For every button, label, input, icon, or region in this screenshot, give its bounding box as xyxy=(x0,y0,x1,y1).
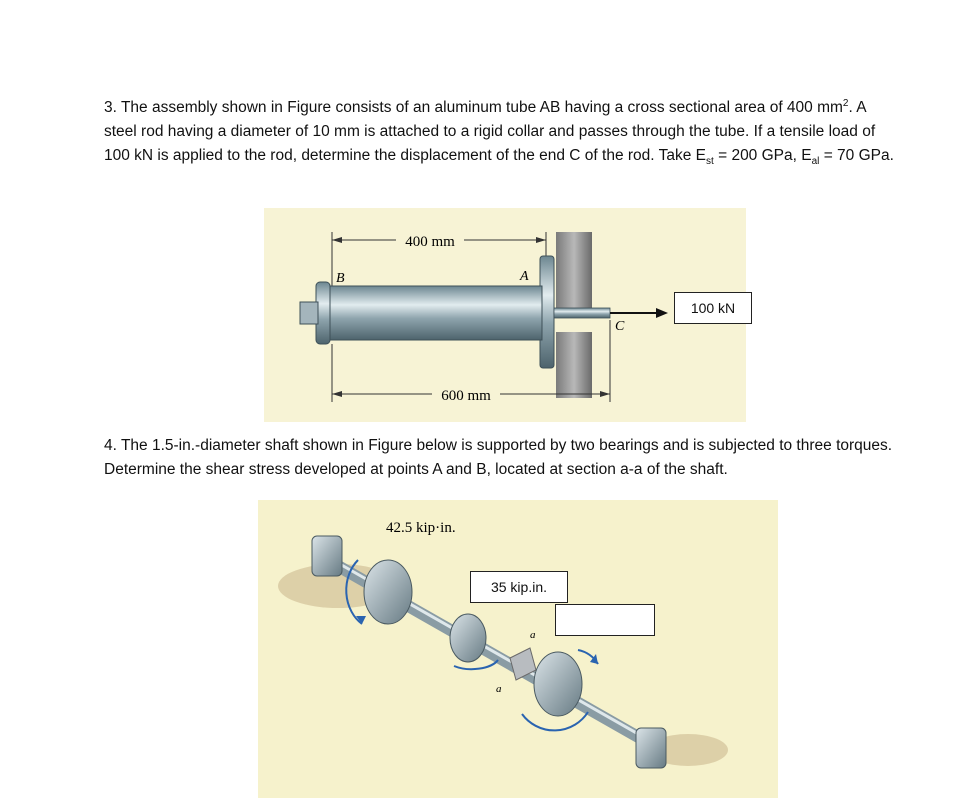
problem-3-part-d: = 70 GPa. xyxy=(819,147,894,164)
dim-label-600: 600 mm xyxy=(441,388,491,404)
label-b: B xyxy=(336,271,345,286)
torque-arrow-1 xyxy=(345,559,363,625)
torque-label-2: 35 kip.in. xyxy=(490,579,548,595)
torque-label-box-2: 35 kip.in. xyxy=(470,571,568,603)
torque-label-1: 42.5 kip·in. xyxy=(386,520,456,536)
aluminum-tube xyxy=(325,285,543,341)
gear-disk-1 xyxy=(363,559,413,625)
gear-disk-2 xyxy=(449,613,487,663)
problem-4-text: 4. The 1.5-in.-diameter shaft shown in F… xyxy=(104,434,894,482)
wall-upper xyxy=(556,232,592,308)
dim-arrow-left-600 xyxy=(332,391,342,397)
problem-3-part-b: . A steel rod having a diameter of 10 mm… xyxy=(104,99,876,164)
torque-arrow-2 xyxy=(453,659,499,671)
dim-arrow-left xyxy=(332,237,342,243)
dim-arrow-right-600 xyxy=(600,391,610,397)
bearing-left xyxy=(311,535,343,577)
bearing-right xyxy=(635,727,667,769)
dim-label-400: 400 mm xyxy=(405,234,455,250)
label-c: C xyxy=(615,319,625,334)
shaft-figure: a a 42.5 kip·in. xyxy=(258,500,778,798)
steel-subscript: st xyxy=(706,156,714,168)
torque-arrow-3 xyxy=(521,711,589,732)
load-label-box: 100 kN xyxy=(674,292,752,324)
torque-arrowhead-3 xyxy=(590,654,598,664)
wall-lower xyxy=(556,332,592,398)
dim-label-bg xyxy=(396,230,464,250)
aluminum-subscript: al xyxy=(811,156,820,168)
label-a: A xyxy=(519,269,529,284)
torque-label-box-3 xyxy=(555,604,655,636)
dim-label-bg-600 xyxy=(432,384,500,404)
problem-4-body: 4. The 1.5-in.-diameter shaft shown in F… xyxy=(104,437,893,478)
problem-3-text: 3. The assembly shown in Figure consists… xyxy=(104,96,894,168)
assembly-figure: 400 mm B A C 600 mm xyxy=(264,208,746,422)
threaded-end xyxy=(299,301,319,325)
shadow-right xyxy=(648,734,728,766)
load-label: 100 kN xyxy=(690,300,736,316)
torque-arrowhead-1 xyxy=(356,616,366,624)
load-arrow-head xyxy=(656,308,668,318)
problem-3-part-a: 3. The assembly shown in Figure consists… xyxy=(104,99,843,116)
dim-arrow-right xyxy=(536,237,546,243)
label-section-a-lower: a xyxy=(496,683,502,695)
area-unit-superscript: 2 xyxy=(842,97,849,109)
steel-rod xyxy=(553,307,611,319)
shaft-drawing: a a 42.5 kip·in. xyxy=(278,520,728,769)
problem-3-part-c: = 200 GPa, E xyxy=(713,147,812,164)
assembly-drawing: 400 mm B A C 600 mm xyxy=(299,230,668,404)
gear-disk-3 xyxy=(533,651,583,717)
label-section-a-upper: a xyxy=(530,629,536,641)
